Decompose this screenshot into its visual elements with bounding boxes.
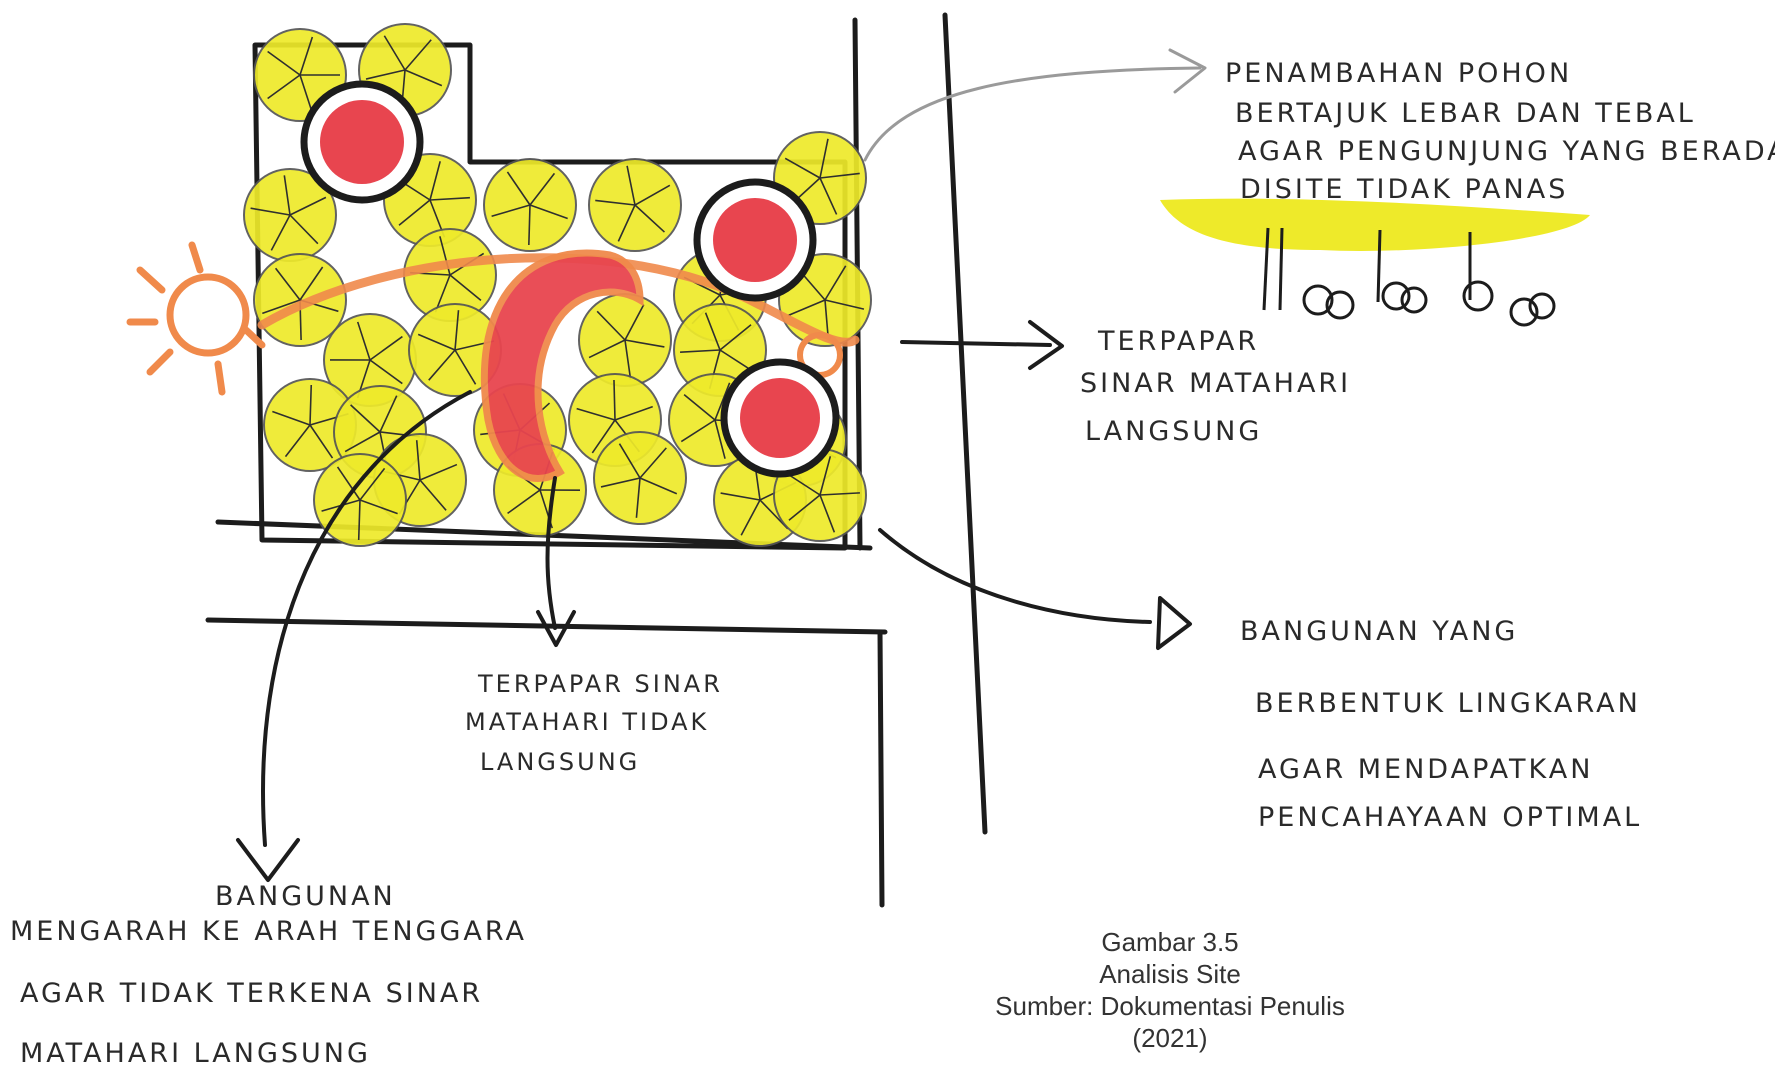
annotation-mid-right: TERPAPAR SINAR MATAHARI LANGSUNG [1080,326,1363,447]
annotation-bottom-left: BANGUNAN MENGARAH KE ARAH TENGGARA AGAR … [10,881,539,1069]
annotation-center: TERPAPAR SINAR MATAHARI TIDAK LANGSUNG [465,670,734,776]
figure-number: Gambar 3.5 [960,926,1380,958]
tree-canopy-icon [484,159,576,251]
tree-canopy-icon [589,159,681,251]
figure-title: Analisis Site [960,958,1380,990]
tree-canopy-icon [314,454,406,546]
annotation-top-right: PENAMBAHAN POHON BERTAJUK LEBAR DAN TEBA… [1225,58,1775,205]
tree-canopy-icon [594,432,686,524]
figure-caption: Gambar 3.5 Analisis Site Sumber: Dokumen… [960,926,1380,1054]
sun-icon [130,245,262,392]
figure-source: Sumber: Dokumentasi Penulis (2021) [960,990,1380,1054]
shade-tree-section [1160,199,1590,325]
tree-canopy-icon [579,294,671,386]
annotation-bottom-right: BANGUNAN YANG BERBENTUK LINGKARAN AGAR M… [1240,616,1652,833]
